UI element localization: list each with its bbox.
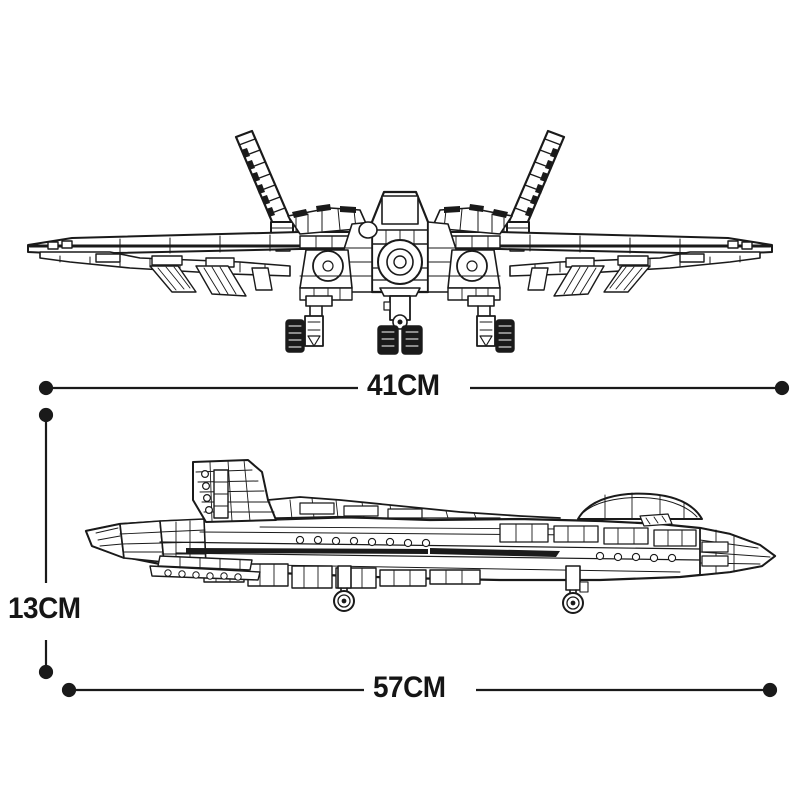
right-wing-detail [509, 240, 761, 297]
side-horizontal-stabilizer [157, 555, 253, 571]
side-main-landing-gear [333, 565, 355, 612]
height-dim-bottom-endpoint [38, 664, 54, 680]
fuselage-spine [267, 496, 561, 521]
nose-cone [699, 527, 776, 576]
canopy-bubble [577, 492, 703, 527]
side-nose-landing-gear [562, 565, 589, 614]
wing-root-shade [186, 548, 560, 557]
left-wing-detail [39, 240, 291, 297]
lower-fuselage-blocks [203, 561, 481, 589]
fuselage-studs [295, 535, 677, 563]
height-dimension-label: 13CM [8, 592, 81, 625]
vertical-tail-fin [192, 459, 277, 523]
forward-fuselage-detail [499, 523, 697, 547]
center-fuselage [337, 190, 463, 297]
width-dimension-label: 41CM [367, 369, 440, 402]
length-dimension-label: 57CM [373, 671, 446, 704]
engine-intakes [299, 249, 501, 289]
under-fuselage-rail [149, 565, 261, 581]
left-vertical-stabilizer [234, 129, 294, 252]
nose-landing-gear [377, 295, 423, 355]
right-main-landing-gear [467, 295, 515, 353]
length-dim-right-endpoint [762, 682, 778, 698]
left-main-landing-gear [285, 295, 333, 353]
width-dim-right-endpoint [774, 380, 790, 396]
